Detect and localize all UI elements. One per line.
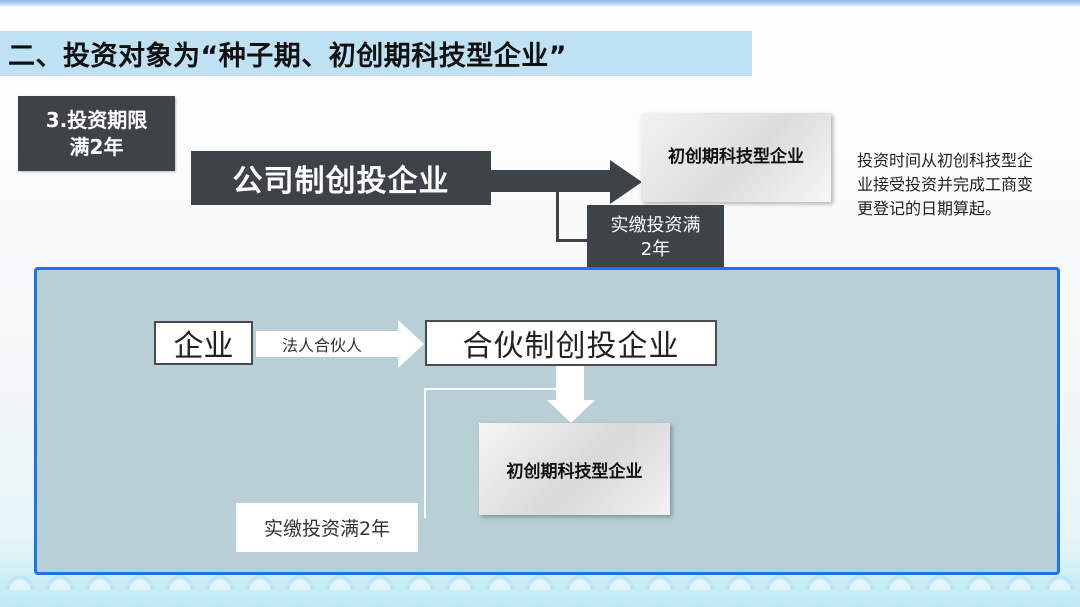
down-arrow-head-icon	[547, 400, 595, 423]
right-arrow-icon	[491, 170, 611, 192]
startup-enterprise-label-bottom: 初创期科技型企业	[506, 461, 643, 482]
partnership-vc-box: 合伙制创投企业	[425, 320, 717, 366]
period-label-line2: 满2年	[69, 134, 124, 159]
connector-line-top	[556, 192, 590, 242]
right-arrow-head-icon-white	[398, 320, 424, 368]
period-label-line1: 3.投资期限	[45, 107, 148, 132]
slide-title: 二、投资对象为“种子期、初创期科技型企业”	[8, 41, 567, 72]
startup-enterprise-box-bottom: 初创期科技型企业	[479, 423, 670, 515]
down-arrow-icon	[556, 366, 584, 401]
corporate-vc-label: 公司制创投企业	[232, 164, 450, 199]
top-decorative-strip	[0, 0, 1080, 7]
paid-in-label-bottom: 实缴投资满2年	[263, 518, 391, 540]
legal-partner-label: 法人合伙人	[281, 336, 362, 355]
corporate-vc-box: 公司制创投企业	[191, 151, 491, 205]
startup-enterprise-box-top: 初创期科技型企业	[641, 113, 831, 202]
paid-in-line2: 2年	[640, 239, 671, 260]
investment-time-note: 投资时间从初创科技型企业接受投资并完成工商变更登记的日期算起。	[857, 151, 1034, 218]
right-arrow-head-icon	[610, 160, 642, 204]
connector-line-bottom	[424, 388, 558, 518]
slide-title-bar: 二、投资对象为“种子期、初创期科技型企业”	[0, 31, 752, 76]
legal-partner-arrow: 法人合伙人	[256, 331, 400, 357]
enterprise-label: 企业	[173, 329, 234, 364]
paid-in-condition-box-top: 实缴投资满 2年	[587, 205, 724, 271]
period-label-box: 3.投资期限 满2年	[18, 96, 175, 171]
paid-in-line1: 实缴投资满	[610, 215, 701, 236]
startup-enterprise-label-top: 初创期科技型企业	[668, 147, 804, 167]
paid-in-condition-box-bottom: 实缴投资满2年	[236, 503, 418, 552]
partnership-vc-label: 合伙制创投企业	[462, 329, 680, 364]
enterprise-box: 企业	[154, 321, 253, 365]
